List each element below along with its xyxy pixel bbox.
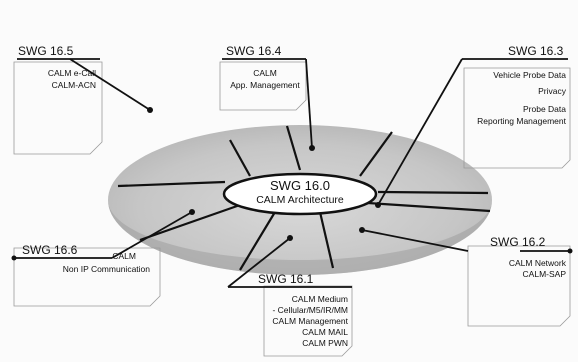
group-16-6-line-1: CALM — [40, 251, 136, 261]
group-16-1-id: SWG 16.1 — [258, 272, 313, 286]
group-16-5-line-2: CALM-ACN — [18, 80, 96, 90]
group-16-5-line-1: CALM e-Call — [18, 68, 96, 78]
group-16-3-line-4: Reporting Management — [466, 116, 566, 126]
group-16-4-line-1: CALM — [226, 68, 304, 78]
group-16-1-line-2: - Cellular/M5/IR/MM — [252, 305, 348, 315]
group-16-4-id: SWG 16.4 — [226, 44, 281, 58]
group-16-3-line-1: Vehicle Probe Data — [466, 70, 566, 80]
group-16-1-line-5: CALM PWN — [252, 338, 348, 348]
group-16-2-line-1: CALM Network — [468, 258, 566, 268]
group-16-1-line-4: CALM MAIL — [252, 327, 348, 337]
group-16-1-line-3: CALM Management — [252, 316, 348, 326]
group-16-1-line-1: CALM Medium — [252, 294, 348, 304]
group-16-3-line-2: Privacy — [466, 86, 566, 96]
group-16-3-id: SWG 16.3 — [508, 44, 563, 58]
center-id: SWG 16.0 — [244, 178, 356, 194]
group-16-2-id: SWG 16.2 — [490, 235, 545, 249]
group-16-3-line-3: Probe Data — [466, 104, 566, 114]
group-16-4-line-2: App. Management — [226, 80, 304, 90]
group-16-5-id: SWG 16.5 — [18, 44, 73, 58]
group-16-6-line-2: Non IP Communication — [40, 264, 150, 274]
group-16-2-line-2: CALM-SAP — [468, 269, 566, 279]
center-label: CALM Architecture — [244, 194, 356, 207]
